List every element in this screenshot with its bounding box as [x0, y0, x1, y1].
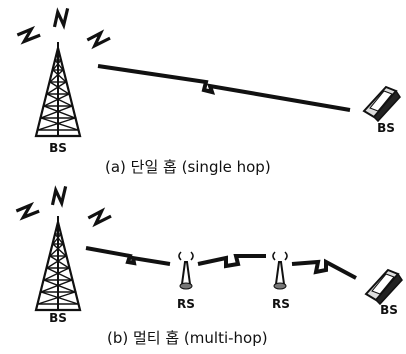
terminal-a-phone-icon [363, 86, 401, 122]
base-station-tower-a-icon [34, 40, 82, 138]
base-station-tower-b-icon [34, 214, 82, 312]
tower-a-label: BS [49, 141, 67, 155]
relay-station-2-icon [272, 251, 288, 290]
panel-a-caption: (a) 단일 홉 (single hop) [105, 158, 271, 176]
hop-link-2-icon [197, 254, 266, 269]
relay-station-2-label: RS [272, 297, 290, 311]
panel-a: BS BS (a) 단일 홉 (single hop) [15, 4, 401, 176]
panel-b: BS RS RS BS (b) 멀티 홉 (multi-hop) [14, 182, 403, 347]
terminal-b-label: BS [380, 303, 398, 317]
terminal-b-phone-icon [365, 269, 403, 305]
hop-link-1-icon [85, 246, 171, 266]
panel-b-caption: (b) 멀티 홉 (multi-hop) [107, 329, 268, 347]
relay-station-1-icon [178, 251, 194, 290]
tower-a-lightning-icons [15, 4, 113, 50]
tower-b-lightning-icons [14, 182, 114, 228]
hop-link-3-icon [291, 258, 357, 280]
single-hop-link-icon [97, 64, 351, 112]
relay-station-1-label: RS [177, 297, 195, 311]
tower-b-label: BS [49, 311, 67, 325]
terminal-a-label: BS [377, 121, 395, 135]
